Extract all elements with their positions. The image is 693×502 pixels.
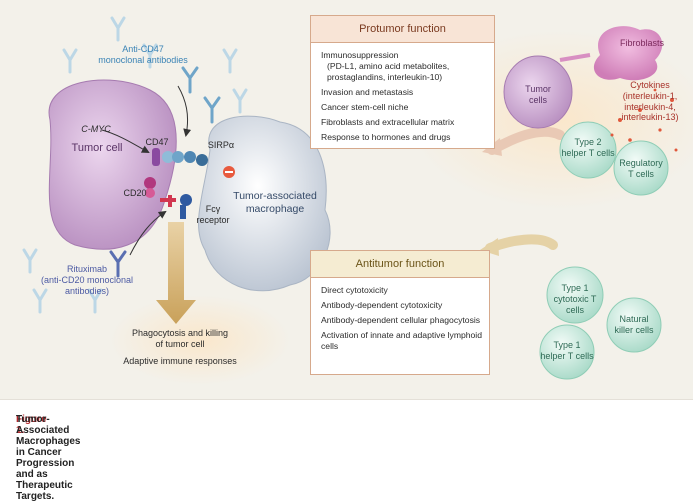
antitumor-item: Direct cytotoxicity	[321, 285, 388, 295]
antitumor-item: Antibody-dependent cytotoxicity	[321, 300, 443, 310]
label-c-myc: C-MYC	[81, 124, 111, 134]
figure-panel: Protumor function Immunosuppression (PD-…	[0, 0, 693, 426]
label-adaptive: Adaptive immune responses	[123, 356, 237, 366]
anti-cd47-arrow	[177, 85, 192, 137]
label-cd20: CD20	[123, 188, 147, 198]
nk-cell-shape	[606, 297, 662, 353]
rituximab-arrow	[129, 210, 167, 256]
anti-cd47-antibody-icons	[181, 66, 221, 124]
rituximab-antibody-icon	[109, 250, 127, 278]
label-ctl: Type 1 cytotoxic T cells	[553, 283, 597, 315]
diagram-illustration	[22, 16, 693, 385]
ctl-cell-shape	[546, 266, 604, 324]
label-th2: Type 2 helper T cells	[561, 137, 615, 158]
antitumor-list: Direct cytotoxicity Antibody-dependent c…	[321, 285, 483, 356]
antitumor-panel: Antitumor function Direct cytotoxicity A…	[310, 250, 490, 375]
protumor-item: Fibroblasts and extracellular matrix	[321, 117, 455, 127]
background-antibodies	[22, 16, 248, 314]
label-treg: Regulatory T cells	[619, 158, 663, 179]
fibroblasts-shape	[593, 26, 663, 81]
antitumor-item: Activation of innate and adaptive lympho…	[321, 330, 482, 351]
protumor-list: Immunosuppression (PD-L1, amino acid met…	[321, 50, 488, 147]
phagocytosis-arrow	[156, 222, 196, 324]
protumor-item: Immunosuppression (PD-L1, amino acid met…	[321, 50, 450, 82]
label-fc-receptor: Fcγ receptor	[196, 204, 230, 225]
label-anti-cd47: Anti-CD47 monoclonal antibodies	[98, 44, 188, 65]
label-tumor-cells-right: Tumor cells	[525, 84, 551, 105]
antitumor-item: Antibody-dependent cellular phagocytosis	[321, 315, 481, 325]
protumor-panel: Protumor function Immunosuppression (PD-…	[310, 15, 495, 149]
label-tumor-cell: Tumor cell	[71, 142, 123, 154]
cytokine-dots	[610, 88, 678, 152]
label-fibroblasts: Fibroblasts	[619, 38, 664, 48]
treg-cell-shape	[613, 140, 669, 196]
antitumor-title: Antitumor function	[311, 251, 489, 278]
c-myc-arrow	[101, 129, 150, 153]
cd20-fc-interaction	[144, 177, 192, 219]
label-sirp: SIRPα	[207, 140, 235, 150]
label-cytokines: Cytokines (interleukin-1, interleukin-4,…	[621, 80, 679, 123]
label-cd47: CD47	[145, 137, 169, 147]
caption-body: Tumor-Associated Macrophages in Cancer P…	[16, 414, 81, 502]
label-phagocytosis: Phagocytosis and killing of tumor cell	[131, 328, 229, 349]
label-tam: Tumor-associated macrophage	[233, 190, 317, 215]
protumor-item: Cancer stem-cell niche	[321, 102, 409, 112]
th1-cell-shape	[539, 324, 595, 380]
antitumor-arrow	[485, 234, 558, 253]
figure-caption: Figure 1. Tumor-Associated Macrophages i…	[0, 399, 693, 502]
label-nk: Natural killer cells	[614, 314, 654, 335]
phagocytosis-glow	[110, 295, 290, 385]
cd47-sirp-interaction	[152, 148, 235, 178]
tumor-cells-right-shape	[503, 55, 573, 129]
th2-cell-shape	[559, 121, 617, 179]
protumor-item: Invasion and metastasis	[321, 87, 414, 97]
protumor-item: Response to hormones and drugs	[321, 132, 451, 142]
label-rituximab: Rituximab (anti-CD20 monoclonal antibodi…	[40, 264, 134, 296]
label-th1: Type 1 helper T cells	[540, 340, 594, 361]
protumor-title: Protumor function	[311, 16, 494, 43]
